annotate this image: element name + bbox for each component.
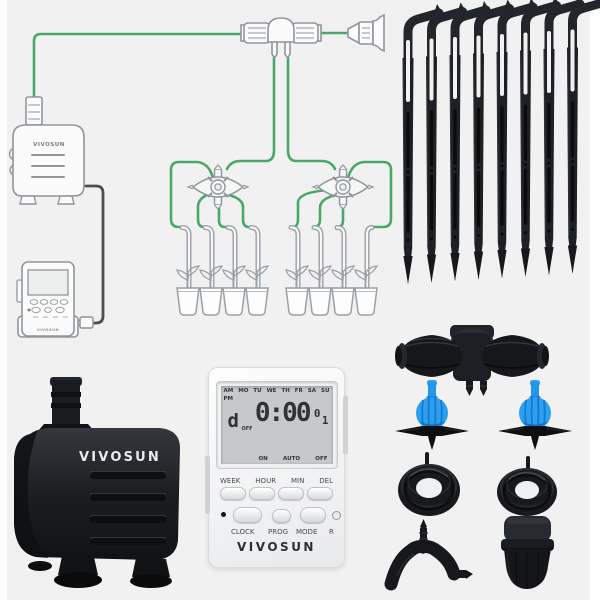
plant-cup-drawing	[199, 265, 223, 316]
lcd-day: TH	[281, 388, 290, 394]
prog-button	[272, 509, 291, 523]
lcd-status-row: ON AUTO OFF	[259, 456, 328, 462]
pump-photo: VIVOSUN	[14, 377, 180, 588]
lcd-pm: PM	[223, 396, 234, 402]
min-button	[278, 487, 304, 500]
pump-vents	[90, 471, 166, 545]
prog-label: PROG	[268, 528, 289, 536]
week-label: WEEK	[220, 477, 241, 485]
lcd-day-row: AM MO TU WE TH FR SA SU	[221, 386, 333, 394]
reset-label: R	[329, 528, 334, 536]
plant-cup-drawing	[285, 265, 309, 316]
lcd-program-digit: 0	[313, 407, 321, 420]
tubing-coil-photo	[398, 452, 460, 516]
timer-brand-text: VIVOSUN	[237, 540, 316, 554]
left-edge-strip	[0, 0, 7, 600]
mode-button	[300, 507, 326, 523]
cord-plug	[79, 316, 94, 329]
power-cord	[84, 184, 105, 325]
elbow-connector-photo	[384, 519, 473, 591]
button-row2	[220, 505, 341, 525]
lcd-mode-state: OFF	[241, 426, 253, 432]
plant-cup-drawing	[354, 265, 378, 316]
clock-label: CLOCK	[231, 528, 255, 536]
lcd-am: AM	[223, 388, 234, 394]
timer-mount-tab	[343, 396, 348, 454]
drip-tubes-left	[169, 160, 253, 229]
tubing-coil-photo	[497, 456, 557, 516]
plant-cup-drawing	[308, 265, 332, 316]
hour-button	[249, 487, 275, 500]
plant-cup-drawing	[222, 265, 246, 316]
lcd-bezel: AM MO TU WE TH FR SA SU PM d OFF 0:00 0 …	[215, 381, 338, 469]
timer-mount-tab	[205, 456, 210, 514]
lcd-mode-letter: d	[227, 410, 239, 432]
lcd-day: TU	[253, 388, 262, 394]
indicator-led	[221, 512, 226, 517]
week-button	[220, 487, 246, 500]
lcd-program-digit: 1	[321, 414, 329, 427]
clock-button	[233, 507, 262, 523]
end-plug-drawing	[347, 13, 385, 53]
timer-photo: AM MO TU WE TH FR SA SU PM d OFF 0:00 0 …	[205, 367, 348, 568]
del-button	[307, 487, 333, 500]
reset-button	[332, 511, 341, 520]
manifold-drawing	[187, 164, 249, 210]
diagram-pump-label: VIVOSUN	[33, 142, 65, 148]
pump-outline-drawing: VIVOSUN	[8, 96, 85, 205]
timer-outline-drawing: VIVOSUN	[16, 261, 79, 338]
tee-connector-drawing	[240, 17, 322, 60]
drip-stake-drawing	[364, 225, 375, 299]
dripper-photo	[497, 379, 573, 451]
lcd-day: MO	[238, 388, 249, 394]
installation-diagram: VIVOSUN	[8, 13, 393, 338]
button-labels-row1: WEEK HOUR MIN DEL	[220, 477, 333, 485]
plant-cup-drawing	[331, 265, 355, 316]
lcd-day: FR	[294, 388, 303, 394]
diagram-timer-label: VIVOSUN	[37, 327, 59, 332]
plant-cup-drawing	[245, 265, 269, 316]
hour-label: HOUR	[255, 477, 277, 485]
button-row1	[220, 487, 333, 500]
mode-label: MODE	[296, 528, 318, 536]
supply-tube	[32, 32, 245, 99]
suction-cap-photo	[501, 516, 554, 589]
button-labels-row2: CLOCK PROG MODE R	[216, 528, 337, 538]
del-label: DEL	[319, 477, 333, 485]
lcd-status-on: ON	[258, 456, 268, 462]
tee-valve-photo	[395, 325, 549, 396]
lcd-day: SA	[307, 388, 317, 394]
dripper-photo	[394, 379, 470, 451]
lcd-screen: AM MO TU WE TH FR SA SU PM d OFF 0:00 0 …	[220, 386, 333, 464]
feeder-tube-left	[225, 56, 276, 171]
lcd-time: 0:00	[254, 398, 312, 428]
lcd-day: SU	[321, 388, 330, 394]
feeder-tube-right	[286, 56, 337, 171]
drip-stake	[567, 0, 600, 274]
plant-cup-drawing	[176, 265, 200, 316]
lcd-day: WE	[266, 388, 277, 394]
min-label: MIN	[291, 477, 305, 485]
drip-stakes-photo	[403, 0, 600, 284]
lcd-status-off: OFF	[315, 456, 328, 462]
pump-brand-text: VIVOSUN	[79, 450, 161, 465]
lcd-status-auto: AUTO	[283, 456, 301, 462]
right-edge-strip	[590, 0, 600, 600]
